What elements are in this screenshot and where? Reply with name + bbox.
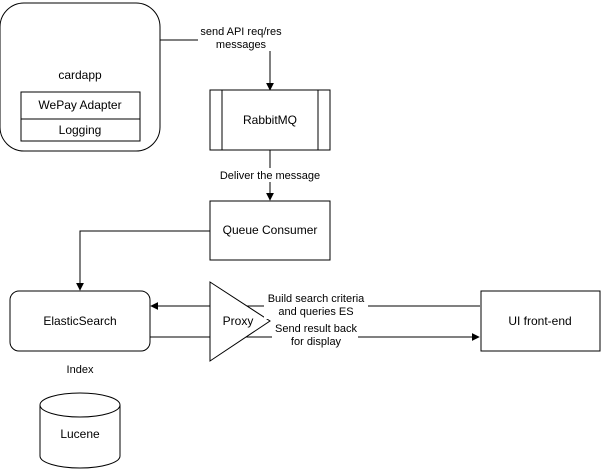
elasticsearch-node: ElasticSearch xyxy=(9,290,151,352)
queue-consumer-node: Queue Consumer xyxy=(209,200,331,261)
edge-label-send-result-line2: for display xyxy=(291,336,342,348)
edge-consumer-to-elasticsearch xyxy=(76,230,210,291)
edge-cardapp-to-rabbitmq: send API req/res messages xyxy=(160,25,284,91)
edge-rabbitmq-to-consumer: Deliver the message xyxy=(218,150,322,201)
edge-label-deliver: Deliver the message xyxy=(220,170,320,182)
edge-label-send-result-line1: Send result back xyxy=(275,323,357,335)
elasticsearch-label: ElasticSearch xyxy=(43,314,116,328)
edge-label-build-line1: Build search criteria xyxy=(268,293,365,305)
lucene-node: Lucene xyxy=(39,392,121,469)
cardapp-node: cardapp WePay Adapter Logging xyxy=(0,2,161,152)
edge-label-build-line2: and queries ES xyxy=(278,306,353,318)
rabbitmq-label: RabbitMQ xyxy=(243,113,297,127)
queue-consumer-label: Queue Consumer xyxy=(223,223,318,237)
lucene-label: Lucene xyxy=(60,427,100,441)
logging-label: Logging xyxy=(59,123,102,137)
ui-frontend-node: UI front-end xyxy=(480,290,601,352)
edge-label-index: Index xyxy=(67,364,94,376)
edge-label-send-api-line1: send API req/res xyxy=(200,26,282,38)
wepay-adapter-label: WePay Adapter xyxy=(38,98,121,112)
proxy-label: Proxy xyxy=(223,314,254,328)
ui-frontend-label: UI front-end xyxy=(508,314,571,328)
edge-labels-proxy: Build search criteria and queries ES Sen… xyxy=(264,292,368,349)
edge-label-send-api-line2: messages xyxy=(216,39,267,51)
cardapp-components-box xyxy=(20,91,141,142)
cardapp-label: cardapp xyxy=(58,68,102,82)
edge-elasticsearch-to-lucene: Index xyxy=(67,364,94,376)
rabbitmq-node: RabbitMQ xyxy=(209,89,331,151)
proxy-node: Proxy xyxy=(209,281,271,362)
